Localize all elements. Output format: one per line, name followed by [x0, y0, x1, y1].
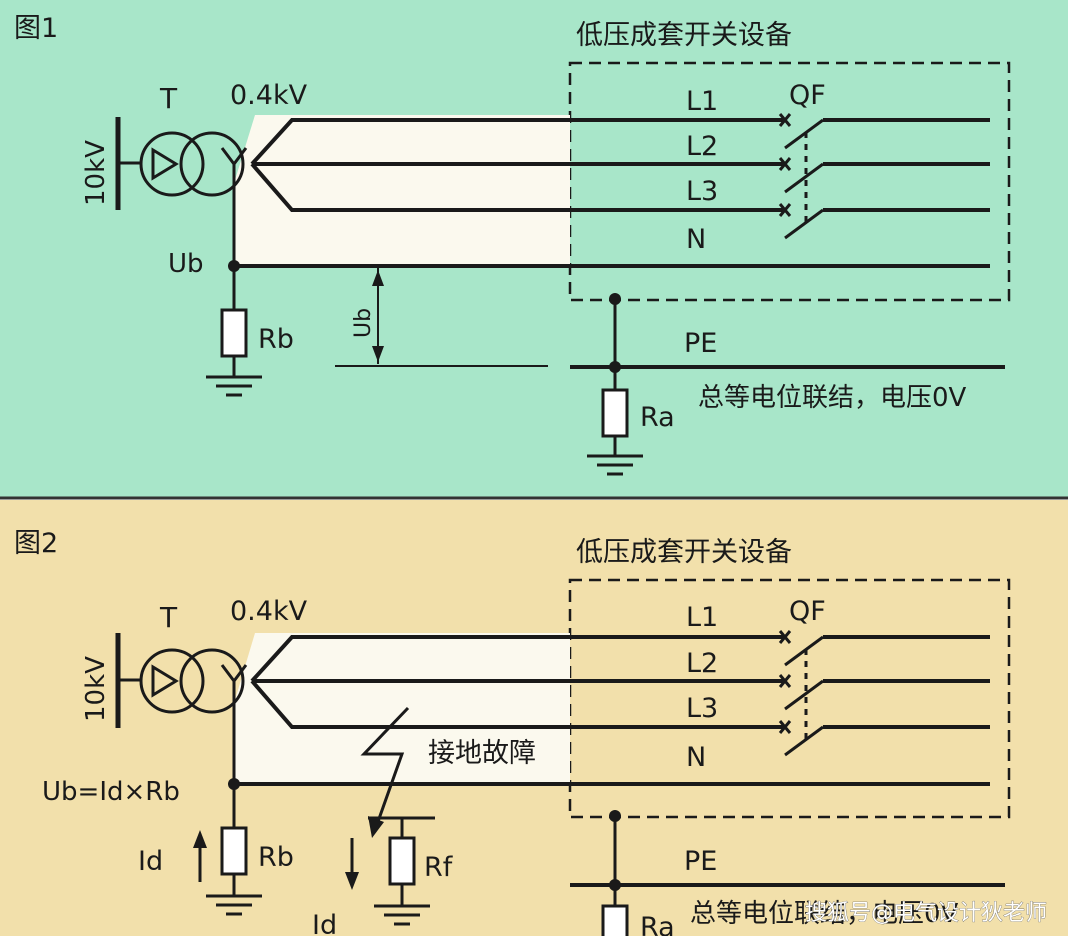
pe-label: PE — [684, 328, 717, 359]
equipment-title: 低压成套开关设备 — [576, 537, 792, 568]
watermark: 搜狐号@电气设计狄老师 — [805, 901, 1047, 926]
panel-1-fig-label: 图1 — [14, 13, 58, 44]
transformer-secondary-winding — [179, 648, 245, 714]
line-l3 — [250, 679, 783, 729]
hv-voltage-label: 10kV — [81, 140, 111, 206]
lv-voltage-label: 0.4kV — [230, 596, 308, 627]
transformer-label: T — [159, 82, 178, 115]
label-l3: L3 — [686, 176, 718, 207]
breaker-qf — [778, 113, 824, 240]
label-n: N — [686, 742, 706, 773]
ra-label: Ra — [640, 402, 675, 433]
ub-node — [228, 260, 240, 272]
ub-label: Ub — [168, 249, 204, 279]
equipment-title: 低压成套开关设备 — [576, 20, 792, 51]
line-l1 — [250, 635, 783, 683]
bonding-note: 总等电位联结，电压0V — [690, 899, 959, 929]
resistor-rb — [220, 308, 248, 358]
breaker-qf — [778, 630, 824, 757]
id-label-left: Id — [138, 846, 163, 877]
hv-voltage-label: 10kV — [81, 656, 111, 722]
switchgear-enclosure — [568, 578, 1011, 819]
rf-label: Rf — [424, 852, 454, 883]
fault-lightning-icon — [360, 706, 410, 831]
resistor-ra — [601, 904, 629, 936]
ra-label: Ra — [640, 912, 675, 936]
busbar-region — [235, 115, 570, 268]
resistor-rf — [388, 836, 416, 886]
id-label-bottom: Id — [312, 910, 337, 936]
rb-label: Rb — [258, 842, 294, 873]
ub-formula: Ub=Id×Rb — [42, 777, 180, 807]
resistor-ra — [601, 388, 629, 438]
busbar-region — [235, 633, 570, 784]
label-n: N — [686, 224, 706, 255]
resistor-rb — [220, 826, 248, 876]
transformer-secondary-winding — [179, 131, 245, 197]
label-l2: L2 — [686, 648, 718, 679]
rb-label: Rb — [258, 324, 294, 355]
wye-winding-icon — [220, 664, 248, 702]
wye-winding-icon — [220, 147, 248, 185]
panel-1: 图1 低压成套开关设备 10kV T 0.4kV L1 L2 L3 N — [0, 0, 1068, 497]
bonding-note: 总等电位联结，电压0V — [698, 383, 967, 413]
label-l1: L1 — [686, 602, 718, 633]
label-l2: L2 — [686, 131, 718, 162]
breaker-label: QF — [789, 596, 826, 627]
switchgear-enclosure — [568, 61, 1011, 302]
pe-label: PE — [684, 846, 717, 877]
panel-2: 图2 低压成套开关设备 10kV T 0.4kV L1 L2 L3 N — [0, 500, 1068, 936]
delta-winding-icon — [151, 664, 179, 698]
line-l3 — [250, 162, 783, 212]
panel-2-fig-label: 图2 — [14, 528, 58, 559]
label-l3: L3 — [686, 693, 718, 724]
arrow-up-icon — [193, 830, 207, 848]
breaker-label: QF — [789, 80, 826, 111]
transformer-label: T — [159, 601, 178, 634]
fault-label: 接地故障 — [428, 738, 536, 769]
transformer-primary-winding — [139, 131, 205, 197]
lv-voltage-label: 0.4kV — [230, 80, 308, 111]
delta-winding-icon — [151, 147, 179, 181]
line-l1 — [250, 118, 783, 166]
arrow-down-icon — [345, 872, 359, 890]
label-l1: L1 — [686, 86, 718, 117]
transformer-primary-winding — [139, 648, 205, 714]
ub-dimension-label: Ub — [351, 308, 376, 338]
